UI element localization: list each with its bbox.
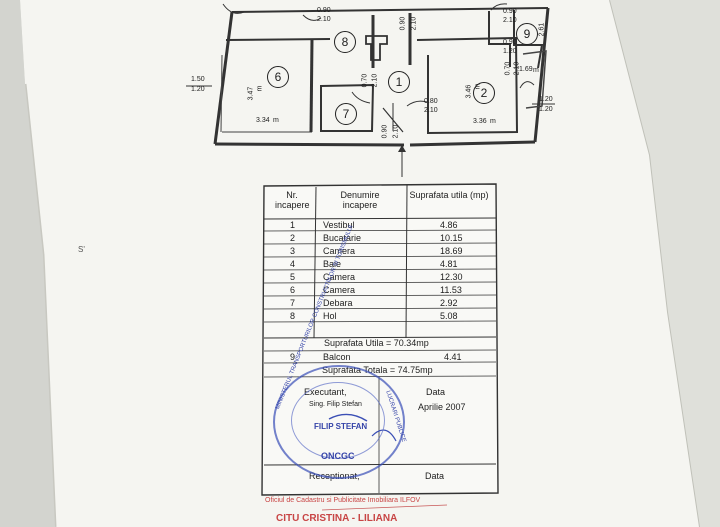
table-cell: 4: [290, 259, 296, 269]
dimension-label: 3.47: [247, 86, 255, 101]
table-cell: Baie: [323, 259, 342, 269]
date-value: Aprilie 2007: [418, 402, 466, 412]
unit-label: m: [256, 85, 264, 92]
table-cell: 4.81: [440, 259, 458, 269]
table-cell: 1: [290, 220, 296, 230]
table-cell: 18.69: [440, 246, 463, 256]
table-cell: 3: [290, 246, 296, 256]
dimension-label: 0.90: [503, 39, 517, 46]
dimension-label: 0.70: [361, 73, 369, 88]
table-cell: Camera: [323, 246, 356, 256]
unit-label: m: [273, 117, 279, 124]
dimension-label: 0.90: [399, 16, 407, 31]
room-number-marker: 6: [267, 66, 289, 88]
table-cell: Vestibul: [323, 220, 355, 230]
date-label: Data: [426, 387, 446, 397]
dimension-label: 0.80: [424, 98, 438, 105]
table-cell: Debara: [323, 298, 353, 308]
dimension-label: 0.90: [317, 7, 331, 14]
table-header-area: Suprafata utila (mp): [409, 190, 489, 200]
table-cell: 5: [290, 272, 296, 282]
dimension-label: 1.69: [519, 66, 533, 73]
table-cell: Bucatarie: [323, 233, 362, 243]
dimension-label: 1.20: [191, 86, 205, 93]
table-cell: 5.08: [440, 311, 458, 321]
dimension-label: 0.90: [503, 8, 517, 15]
table-header-name: Denumire incapere: [340, 190, 380, 210]
table-cell: 2: [290, 233, 296, 243]
table-cell: 4.41: [444, 352, 462, 362]
table-header-nr: Nr. incapere: [275, 190, 310, 210]
table-cell: Balcon: [323, 352, 351, 362]
room-number-marker: 2: [473, 82, 495, 104]
dimension-label: 2.10: [513, 61, 521, 76]
dimension-label: 0.90: [381, 124, 389, 139]
official-stamp-inner-ring: [291, 382, 385, 459]
official-person: CITU CRISTINA - LILIANA: [276, 513, 398, 524]
room-number-marker: 1: [388, 71, 410, 93]
table-cell: 9: [290, 352, 296, 362]
official-office: Oficiul de Cadastru si Publicitate Imobi…: [265, 497, 421, 504]
dimension-label: 2.10: [371, 73, 379, 88]
table-cell: 6: [290, 285, 296, 295]
unit-label: m: [490, 118, 496, 125]
table-cell: 10.15: [440, 233, 463, 243]
dimension-label: 2.61: [538, 22, 546, 37]
dimension-label: 1.20: [539, 96, 553, 103]
table-cell: 11.53: [440, 285, 462, 295]
margin-mark: S': [78, 245, 85, 254]
dimension-label: 2.10: [503, 17, 517, 24]
table-cell: 7: [290, 298, 296, 308]
dimension-label: 0.70: [504, 61, 512, 76]
date-label-2: Data: [425, 471, 445, 481]
table-cell: Camera: [323, 272, 356, 282]
table-cell: Hol: [323, 311, 337, 321]
stamp-name: FILIP STEFAN: [314, 422, 368, 431]
dimension-label: 2.10: [410, 16, 418, 31]
dimension-label: 3.46: [465, 84, 473, 99]
dimension-label: 3.36: [473, 118, 487, 125]
unit-label: m: [533, 67, 539, 74]
table-cell: 4.86: [440, 220, 458, 230]
dimension-label: 2.10: [424, 107, 438, 114]
official-stamp: [273, 365, 405, 479]
dimension-label: 3.34: [256, 117, 270, 124]
table-cell: 8: [290, 311, 296, 321]
table-cell: Camera: [323, 285, 356, 295]
table-cell: 2.92: [440, 298, 458, 308]
table-cell: 12.30: [440, 272, 463, 282]
dimension-label: 1.20: [503, 48, 517, 55]
dimension-label: 1.20: [539, 106, 553, 113]
dimension-label: 2.10: [317, 16, 331, 23]
dimension-label: 2.10: [392, 124, 400, 139]
surface-totala: Suprafata Totala = 74.75mp: [322, 365, 433, 375]
room-number-marker: 8: [334, 31, 356, 53]
room-number-marker: 9: [516, 23, 538, 45]
surface-utila: Suprafata Utila = 70.34mp: [324, 338, 429, 348]
room-number-marker: 7: [335, 103, 357, 125]
stamp-bottom-text: ONCGC: [321, 451, 355, 461]
dimension-label: 1.50: [191, 76, 205, 83]
